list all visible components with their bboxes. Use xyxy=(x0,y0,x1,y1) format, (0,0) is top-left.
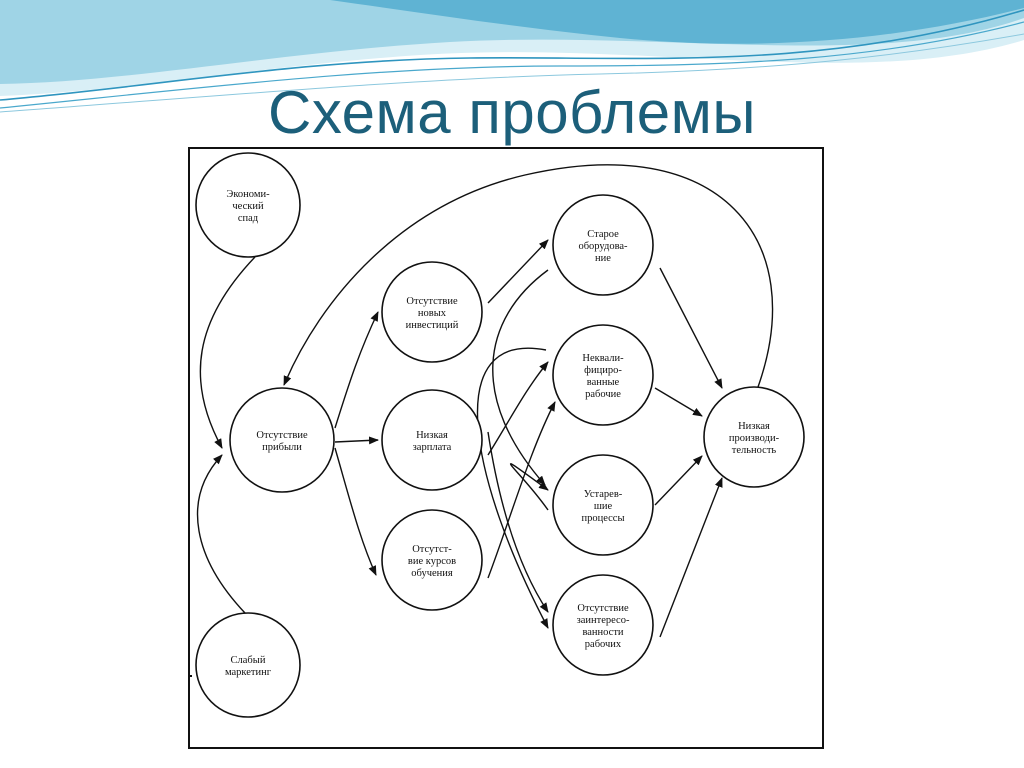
node-label-line: спад xyxy=(238,213,259,224)
node-label-line: вие курсов xyxy=(408,556,456,567)
node-label-line: заинтересо- xyxy=(577,615,630,626)
edge-old-equipment-to-low-productivity xyxy=(659,267,723,389)
node-label-line: инвестиций xyxy=(406,320,459,331)
node-circle xyxy=(381,509,483,611)
node-label-line: оборудова- xyxy=(578,241,628,252)
wave-line-2 xyxy=(0,21,1024,109)
edge-old-equipment-to-outdated-processes xyxy=(509,463,549,511)
node-label-line: Отсутствие xyxy=(577,603,629,614)
node-circle xyxy=(381,261,483,363)
node-label-line: ванные xyxy=(587,377,620,388)
node-label-line: ние xyxy=(595,253,611,264)
node-label-line: Отсутствие xyxy=(256,430,308,441)
edge-economic-decline-to-no-profit xyxy=(199,256,256,449)
wave-front xyxy=(330,0,1024,44)
node-circle xyxy=(703,386,805,488)
edge-low-salary-to-unqualified-workers xyxy=(487,361,549,456)
edge-low-productivity-to-no-profit xyxy=(283,164,774,388)
node-circle xyxy=(552,194,654,296)
node-label-line: ванности xyxy=(582,627,623,638)
node-label-line: обучения xyxy=(411,568,453,579)
edge-workers-lack-interest-to-low-productivity xyxy=(659,477,723,638)
node-label-line: рабочие xyxy=(585,389,621,400)
edge-no-profit-to-low-salary xyxy=(334,436,379,445)
wave-line-3 xyxy=(0,33,1024,113)
node-label-line: процессы xyxy=(581,513,624,524)
node-label-line: тельность xyxy=(732,445,777,456)
node-label-line: Старое xyxy=(587,229,619,240)
edge-no-new-investments-to-outdated-processes xyxy=(492,269,549,486)
node-label-line: шие xyxy=(594,501,613,512)
node-label-line: Отсутст- xyxy=(412,544,452,555)
node-label-line: Слабый xyxy=(231,655,266,666)
edge-unqualified-workers-to-workers-lack-interest xyxy=(476,347,549,629)
node-label-line: Низкая xyxy=(416,430,448,441)
edge-no-training-courses-to-unqualified-workers xyxy=(487,401,556,579)
node-label-line: Неквали- xyxy=(582,353,624,364)
edge-outdated-processes-to-low-productivity xyxy=(654,455,703,506)
node-label-line: Низкая xyxy=(738,421,770,432)
edge-unqualified-workers-to-low-productivity xyxy=(654,387,703,417)
node-label-line: рабочих xyxy=(585,639,622,650)
node-circle xyxy=(381,389,483,491)
node-circle xyxy=(229,387,335,493)
node-label-line: Устарев- xyxy=(584,489,623,500)
node-circle xyxy=(195,152,301,258)
decorative-wave-banner xyxy=(0,0,1024,113)
node-label-line: ческий xyxy=(232,201,264,212)
edge-low-salary-to-workers-lack-interest xyxy=(487,431,549,613)
wave-line-1 xyxy=(0,9,1024,101)
node-circle xyxy=(552,574,654,676)
node-label-line: Экономи- xyxy=(226,189,270,200)
edge-no-profit-to-no-new-investments xyxy=(334,311,379,429)
edge-no-new-investments-to-old-equipment xyxy=(487,239,549,304)
node-label-line: маркетинг xyxy=(225,667,272,678)
node-label-line: новых xyxy=(418,308,447,319)
node-circle xyxy=(552,324,654,426)
node-circle xyxy=(195,612,301,718)
node-label-line: прибыли xyxy=(262,442,302,453)
edge-no-profit-to-no-training-courses xyxy=(334,447,377,576)
edge-weak-marketing-to-no-profit xyxy=(196,454,246,614)
node-label-line: производи- xyxy=(729,433,780,444)
node-label-line: зарплата xyxy=(413,442,452,453)
slide-title: Схема проблемы xyxy=(268,79,756,146)
node-circle xyxy=(552,454,654,556)
node-label-line: фициро- xyxy=(584,365,622,376)
node-label-line: Отсутствие xyxy=(406,296,458,307)
